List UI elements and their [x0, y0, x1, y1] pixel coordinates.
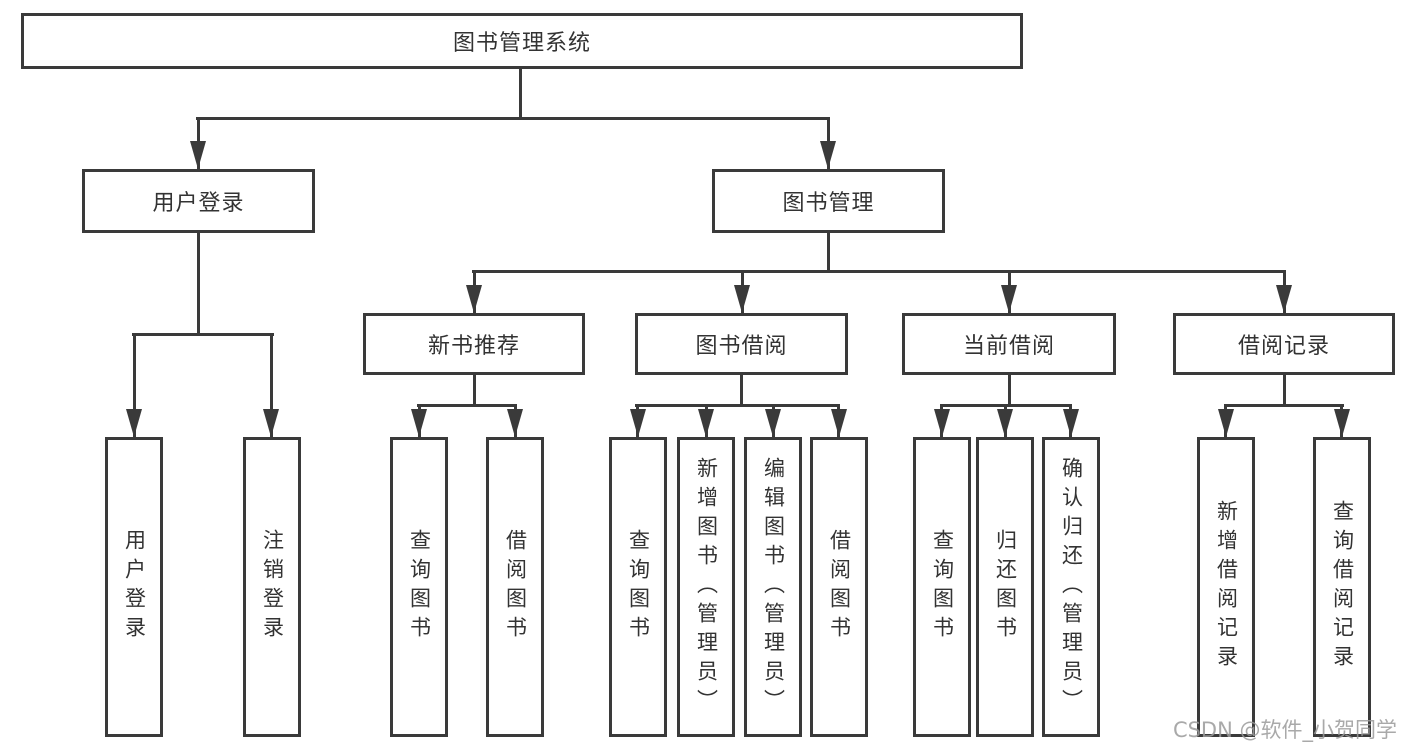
arrow-down-current-leaf2 [997, 409, 1013, 437]
arrow-down-leaf-user-login [126, 409, 142, 437]
connector-records-bus [1224, 404, 1344, 407]
node-root-system: 图书管理系统 [21, 13, 1023, 69]
arrow-down-leaf-logout [263, 409, 279, 437]
arrow-down-borrow-records [1276, 285, 1292, 313]
connector-root-trunk [519, 66, 522, 120]
arrow-down-records-leaf2 [1334, 409, 1350, 437]
connector-newbook-bus [417, 404, 517, 407]
connector-to-leaf-user-login [133, 333, 136, 437]
connector-user-bus [132, 333, 274, 336]
leaf-query-books-current: 查询图书 [913, 437, 971, 737]
node-current-borrow: 当前借阅 [902, 313, 1116, 375]
leaf-query-books-borrow: 查询图书 [609, 437, 667, 737]
leaf-query-books-recommend: 查询图书 [390, 437, 448, 737]
connector-records-trunk [1283, 375, 1286, 407]
leaf-borrow-books: 借阅图书 [810, 437, 868, 737]
arrow-down-current-borrow [1001, 285, 1017, 313]
node-book-borrow: 图书借阅 [635, 313, 848, 375]
leaf-borrow-books-recommend: 借阅图书 [486, 437, 544, 737]
connector-root-bus [196, 117, 830, 120]
connector-bookmgr-bus [472, 270, 1285, 273]
leaf-confirm-return-admin: 确认归还（管理员） [1042, 437, 1100, 737]
arrow-down-new-book [466, 285, 482, 313]
arrow-down-records-leaf1 [1218, 409, 1234, 437]
leaf-edit-book-admin: 编辑图书（管理员） [744, 437, 802, 737]
arrow-down-newbook-leaf2 [507, 409, 523, 437]
arrow-down-borrow-leaf2 [698, 409, 714, 437]
leaf-logout: 注销登录 [243, 437, 301, 737]
leaf-return-book: 归还图书 [976, 437, 1034, 737]
arrow-down-newbook-leaf1 [411, 409, 427, 437]
connector-current-trunk [1008, 375, 1011, 407]
arrow-down-book-borrow [734, 285, 750, 313]
arrow-down-current-leaf3 [1063, 409, 1079, 437]
connector-user-trunk [197, 233, 200, 336]
connector-borrow-bus [635, 404, 840, 407]
leaf-query-borrow-record: 查询借阅记录 [1313, 437, 1371, 737]
arrow-down-borrow-leaf1 [630, 409, 646, 437]
leaf-add-borrow-record: 新增借阅记录 [1197, 437, 1255, 737]
node-new-book-recommend: 新书推荐 [363, 313, 585, 375]
node-book-management: 图书管理 [712, 169, 945, 233]
leaf-add-book-admin: 新增图书（管理员） [677, 437, 735, 737]
arrow-down-book-management [820, 141, 836, 169]
leaf-user-login: 用户登录 [105, 437, 163, 737]
connector-borrow-trunk [740, 375, 743, 407]
arrow-down-user-login [190, 141, 206, 169]
connector-bookmgr-trunk [827, 233, 830, 273]
connector-newbook-trunk [473, 375, 476, 407]
arrow-down-borrow-leaf4 [831, 409, 847, 437]
csdn-watermark: CSDN @软件_小贺同学 [1172, 718, 1397, 742]
connector-to-leaf-logout [270, 333, 273, 437]
arrow-down-borrow-leaf3 [765, 409, 781, 437]
node-borrow-records: 借阅记录 [1173, 313, 1395, 375]
arrow-down-current-leaf1 [934, 409, 950, 437]
node-user-login: 用户登录 [82, 169, 315, 233]
